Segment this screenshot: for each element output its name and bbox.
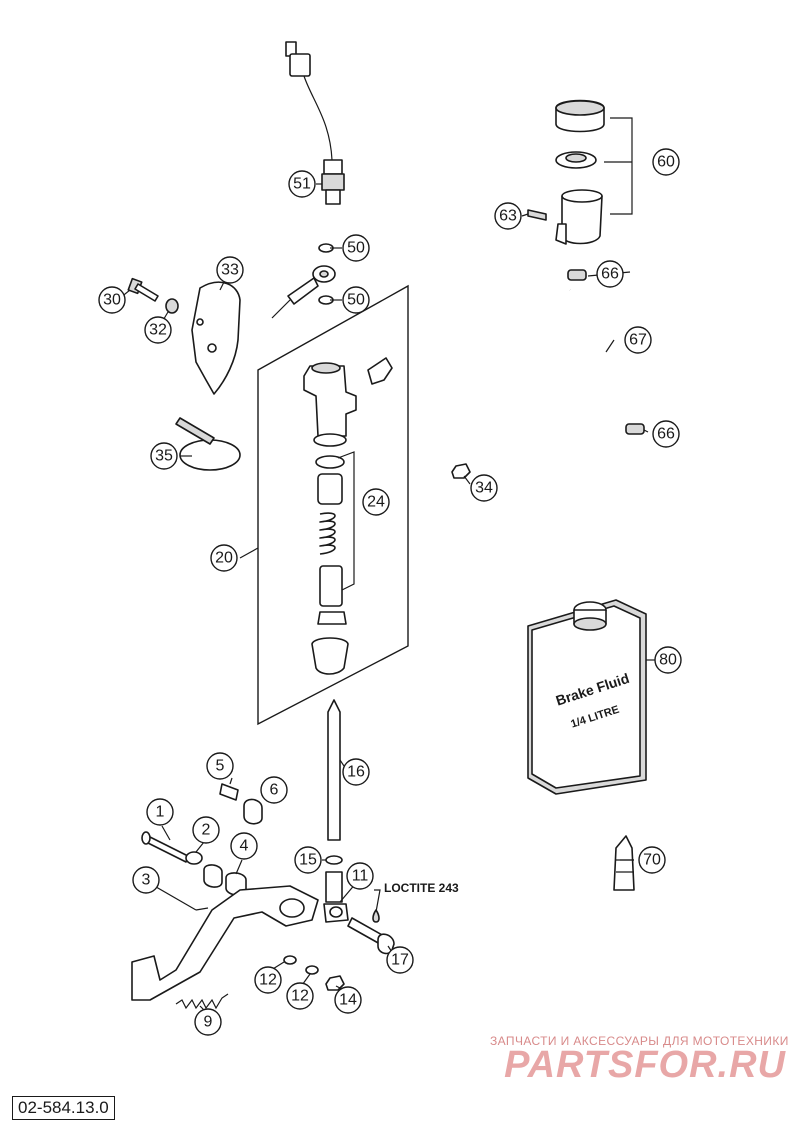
bolt-and-bushing <box>219 783 263 825</box>
svg-text:14: 14 <box>339 992 357 1009</box>
loctite-annotation: LOCTITE 243 <box>384 881 459 895</box>
banjo-bolt-assembly <box>271 243 336 319</box>
svg-text:50: 50 <box>347 292 365 309</box>
svg-text:2: 2 <box>202 822 211 839</box>
callout-50-upper: 50 <box>342 234 370 262</box>
svg-text:33: 33 <box>221 262 239 279</box>
svg-text:20: 20 <box>215 550 233 567</box>
push-rod <box>325 699 343 903</box>
svg-text:5: 5 <box>216 758 225 775</box>
callout-34: 34 <box>470 474 498 502</box>
svg-text:30: 30 <box>103 292 121 309</box>
callout-3: 3 <box>132 866 160 894</box>
svg-text:63: 63 <box>499 208 517 225</box>
svg-text:15: 15 <box>299 852 317 869</box>
svg-text:1: 1 <box>156 804 165 821</box>
svg-text:32: 32 <box>149 322 167 339</box>
watermark-logo: PARTSFOR.RU <box>504 1044 786 1086</box>
svg-text:66: 66 <box>657 426 675 443</box>
callout-1: 1 <box>146 798 174 826</box>
svg-text:66: 66 <box>601 266 619 283</box>
reservoir-hose <box>565 269 645 435</box>
callout-12-left: 12 <box>254 966 282 994</box>
callout-4: 4 <box>230 832 258 860</box>
callout-32: 32 <box>144 316 172 344</box>
brake-pedal <box>131 831 319 1001</box>
cable-tie <box>175 417 241 471</box>
brake-fluid-reservoir <box>521 99 633 245</box>
callout-24: 24 <box>362 488 390 516</box>
callout-14: 14 <box>334 986 362 1014</box>
callout-80: 80 <box>654 646 682 674</box>
svg-text:34: 34 <box>475 480 493 497</box>
callout-11: 11 <box>346 862 374 890</box>
svg-text:70: 70 <box>643 852 661 869</box>
callout-63: 63 <box>494 202 522 230</box>
svg-text:12: 12 <box>291 988 309 1005</box>
svg-text:35: 35 <box>155 448 173 465</box>
callout-15: 15 <box>294 846 322 874</box>
brake-fluid-can <box>527 599 647 795</box>
callout-9: 9 <box>194 1008 222 1036</box>
return-spring <box>175 993 229 1010</box>
callout-35: 35 <box>150 442 178 470</box>
svg-text:3: 3 <box>142 872 151 889</box>
callout-70: 70 <box>638 846 666 874</box>
nut-34 <box>451 463 471 479</box>
drawing-code: 02-584.13.0 <box>12 1096 115 1120</box>
callout-5: 5 <box>206 752 234 780</box>
svg-text:4: 4 <box>240 838 249 855</box>
brake-light-switch <box>285 41 345 205</box>
svg-text:9: 9 <box>204 1014 213 1031</box>
watermark-tagline: ЗАПЧАСТИ И АКСЕССУАРЫ ДЛЯ МОТОТЕХНИКИ <box>490 1034 789 1048</box>
callout-67: 67 <box>624 326 652 354</box>
master-cylinder-kit <box>239 284 409 726</box>
callout-17: 17 <box>386 946 414 974</box>
svg-text:24: 24 <box>367 494 385 511</box>
callout-20: 20 <box>210 544 238 572</box>
callout-12-right: 12 <box>286 982 314 1010</box>
svg-text:17: 17 <box>391 952 409 969</box>
svg-text:11: 11 <box>352 868 369 885</box>
cover-and-screw <box>127 277 241 395</box>
callout-51: 51 <box>288 170 316 198</box>
callout-2: 2 <box>192 816 220 844</box>
svg-text:50: 50 <box>347 240 365 257</box>
svg-text:67: 67 <box>629 332 647 349</box>
svg-text:6: 6 <box>270 782 279 799</box>
callout-50-lower: 50 <box>342 286 370 314</box>
callout-66-upper: 66 <box>596 260 624 288</box>
svg-text:51: 51 <box>293 176 311 193</box>
callout-60: 60 <box>652 148 680 176</box>
callout-16: 16 <box>342 758 370 786</box>
callout-66-lower: 66 <box>652 420 680 448</box>
svg-text:80: 80 <box>659 652 677 669</box>
svg-text:60: 60 <box>657 154 675 171</box>
svg-text:16: 16 <box>347 764 365 781</box>
svg-text:12: 12 <box>259 972 277 989</box>
loctite-tube <box>613 835 635 891</box>
callout-30: 30 <box>98 286 126 314</box>
callout-6: 6 <box>260 776 288 804</box>
callout-33: 33 <box>216 256 244 284</box>
clevis-and-bolt <box>283 889 395 991</box>
